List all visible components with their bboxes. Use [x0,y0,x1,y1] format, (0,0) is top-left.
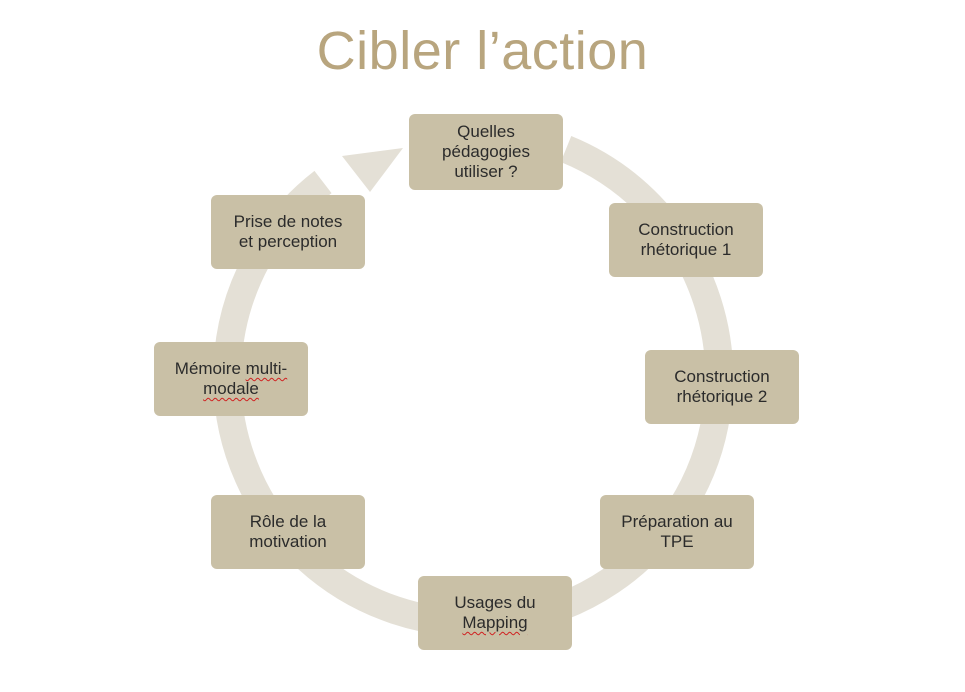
node-text-line: rhétorique 2 [676,387,768,406]
spellcheck-word: Mapping [462,613,528,632]
node-text-line: Prise de notes [233,212,343,231]
node-text-line: Quelles [457,122,515,141]
node-text-fragment: Mémoire [174,359,246,378]
node-construction-rhetorique-2: Construction rhétorique 2 [645,350,799,424]
node-construction-rhetorique-1: Construction rhétorique 1 [609,203,763,277]
node-quelles-pedagogies: Quelles pédagogies utiliser ? [409,114,563,190]
node-preparation-tpe: Préparation au TPE [600,495,754,569]
spellcheck-word: multi- [245,359,288,378]
spellcheck-word: modale [203,379,259,398]
node-text-line: pédagogies [442,142,530,161]
cycle-arrowhead [342,148,403,192]
node-usages-mapping: Usages du Mapping [418,576,572,650]
node-text-line: motivation [249,532,327,551]
node-text-line: Rôle de la [249,512,327,531]
node-text-line: et perception [238,232,338,251]
node-text-line: rhétorique 1 [640,240,732,259]
node-text-line: TPE [660,532,694,551]
node-prise-de-notes: Prise de notes et perception [211,195,365,269]
page-title: Cibler l’action [316,21,649,81]
node-text-line: Construction [674,367,770,386]
node-text-line: Préparation au [621,512,733,531]
node-text-line: Usages du [454,593,536,612]
node-memoire-multimodale: Mémoire multi- modale [154,342,308,416]
node-role-motivation: Rôle de la motivation [211,495,365,569]
node-text-line: utiliser ? [454,162,518,181]
node-text-line: Construction [638,220,734,239]
